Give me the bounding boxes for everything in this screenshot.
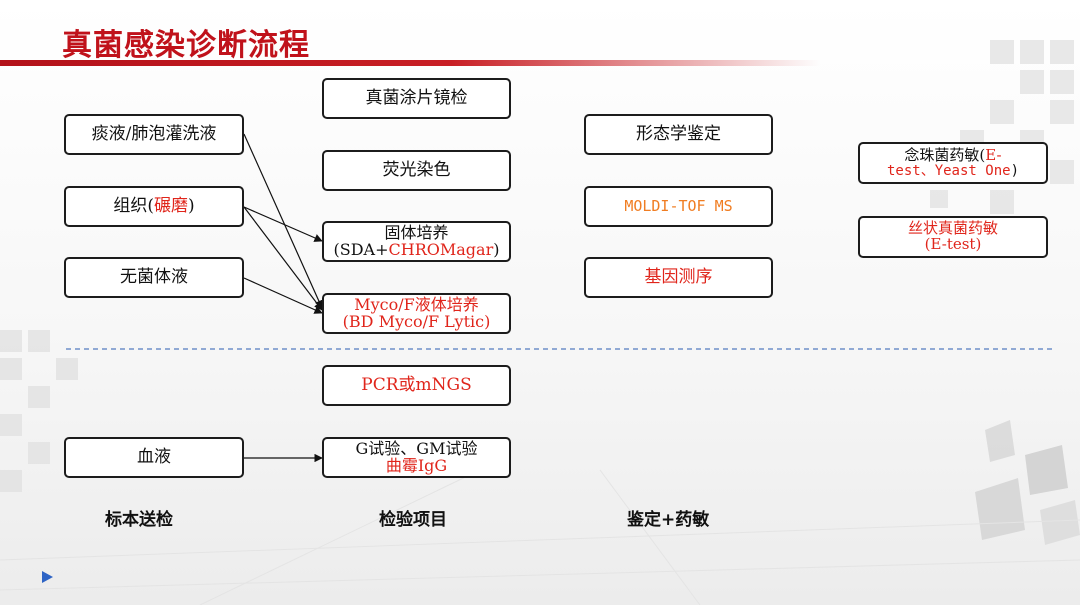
id-sequencing: 基因测序 (584, 257, 773, 298)
specimen-tissue: 组织(碾磨) (64, 186, 244, 227)
ast-candida: 念珠菌药敏(E- test、Yeast One) (858, 142, 1048, 184)
id-morphology: 形态学鉴定 (584, 114, 773, 155)
specimen-sputum-label: 痰液/肺泡灌洗液 (91, 123, 217, 144)
footer-col-tests: 检验项目 (379, 510, 447, 530)
specimen-blood-label: 血液 (137, 446, 171, 467)
title-underline (0, 60, 820, 66)
arrow-tissue-to-solid (243, 206, 323, 242)
arrow-tissue-to-liquid (243, 206, 323, 311)
ast-candida-line1: 念珠菌药敏(E- (904, 145, 1002, 164)
test-pcr-mngs-label: PCR或mNGS (361, 374, 472, 395)
specimen-tissue-label: 组织(碾磨) (113, 195, 195, 216)
test-solid-culture-line1: 固体培养 (384, 222, 449, 242)
id-maldi-tof-label: MOLDI-TOF MS (624, 196, 733, 215)
id-morphology-label: 形态学鉴定 (636, 123, 721, 144)
test-liquid-culture: Myco/F液体培养 (BD Myco/F Lytic) (322, 293, 511, 334)
test-solid-culture: 固体培养 (SDA+CHROMagar) (322, 221, 511, 262)
specimen-sterile-fluid-label: 无菌体液 (120, 266, 188, 287)
ast-filamentous-line1: 丝状真菌药敏 (907, 219, 998, 238)
test-g-gm-line1: G试验、GM试验 (355, 438, 478, 458)
test-g-gm-line2: 曲霉IgG (385, 455, 448, 475)
specimen-blood: 血液 (64, 437, 244, 478)
test-fluorescent: 荧光染色 (322, 150, 511, 191)
ast-filamentous: 丝状真菌药敏 (E-test) (858, 216, 1048, 258)
specimen-sterile-fluid: 无菌体液 (64, 257, 244, 298)
page-title: 真菌感染诊断流程 (62, 28, 310, 63)
test-solid-culture-line2: (SDA+CHROMagar) (333, 239, 500, 259)
test-fluorescent-label: 荧光染色 (382, 159, 451, 180)
test-liquid-culture-line1: Myco/F液体培养 (354, 294, 479, 314)
test-g-gm: G试验、GM试验 曲霉IgG (322, 437, 511, 478)
ast-candida-line2: test、Yeast One) (886, 162, 1019, 179)
play-icon[interactable] (42, 571, 53, 583)
id-sequencing-label: 基因测序 (644, 266, 713, 287)
test-smear-label: 真菌涂片镜检 (365, 87, 468, 108)
footer-col-identification: 鉴定+药敏 (627, 510, 710, 530)
arrow-fluid-to-liquid (243, 277, 323, 314)
test-pcr-mngs: PCR或mNGS (322, 365, 511, 406)
test-smear: 真菌涂片镜检 (322, 78, 511, 119)
ast-filamentous-line2: (E-test) (924, 235, 982, 253)
id-maldi-tof: MOLDI-TOF MS (584, 186, 773, 227)
test-liquid-culture-line2: (BD Myco/F Lytic) (342, 311, 491, 331)
specimen-sputum: 痰液/肺泡灌洗液 (64, 114, 244, 155)
arrow-sputum-to-liquid (243, 133, 323, 309)
footer-col-specimens: 标本送检 (105, 510, 173, 530)
